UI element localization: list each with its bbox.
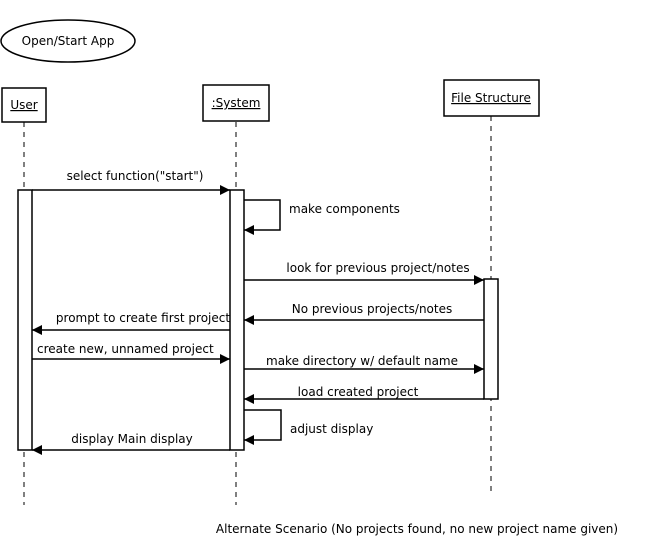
system-activation-bar: [229, 189, 245, 451]
use-case-label: Open/Start App: [22, 34, 115, 48]
message-label: load created project: [298, 385, 419, 399]
message-label: No previous projects/notes: [292, 302, 452, 316]
lifeline-head-file-structure: File Structure: [443, 79, 540, 117]
diagram-caption: Alternate Scenario (No projects found, n…: [216, 522, 618, 536]
message-label: select function("start"): [67, 169, 204, 183]
use-case: Open/Start App: [0, 19, 136, 63]
self-message-arrow: [244, 409, 282, 445]
lifeline-label-system: :System: [212, 96, 261, 110]
lifeline-head-user: User: [1, 87, 47, 123]
message-label: look for previous project/notes: [286, 261, 469, 275]
self-message-arrow: [244, 199, 281, 235]
message-label: make components: [289, 202, 400, 216]
lifeline-label-user: User: [10, 98, 37, 112]
message-label: prompt to create first project: [56, 311, 230, 325]
message-label: display Main display: [71, 432, 193, 446]
message-label: make directory w/ default name: [266, 354, 458, 368]
file-structure-activation-bar: [483, 278, 499, 400]
lifeline-head-system: :System: [202, 84, 270, 122]
user-activation-bar: [17, 189, 33, 451]
message-label: create new, unnamed project: [37, 342, 214, 356]
message-label: adjust display: [290, 422, 373, 436]
lifeline-label-file-structure: File Structure: [451, 91, 531, 105]
